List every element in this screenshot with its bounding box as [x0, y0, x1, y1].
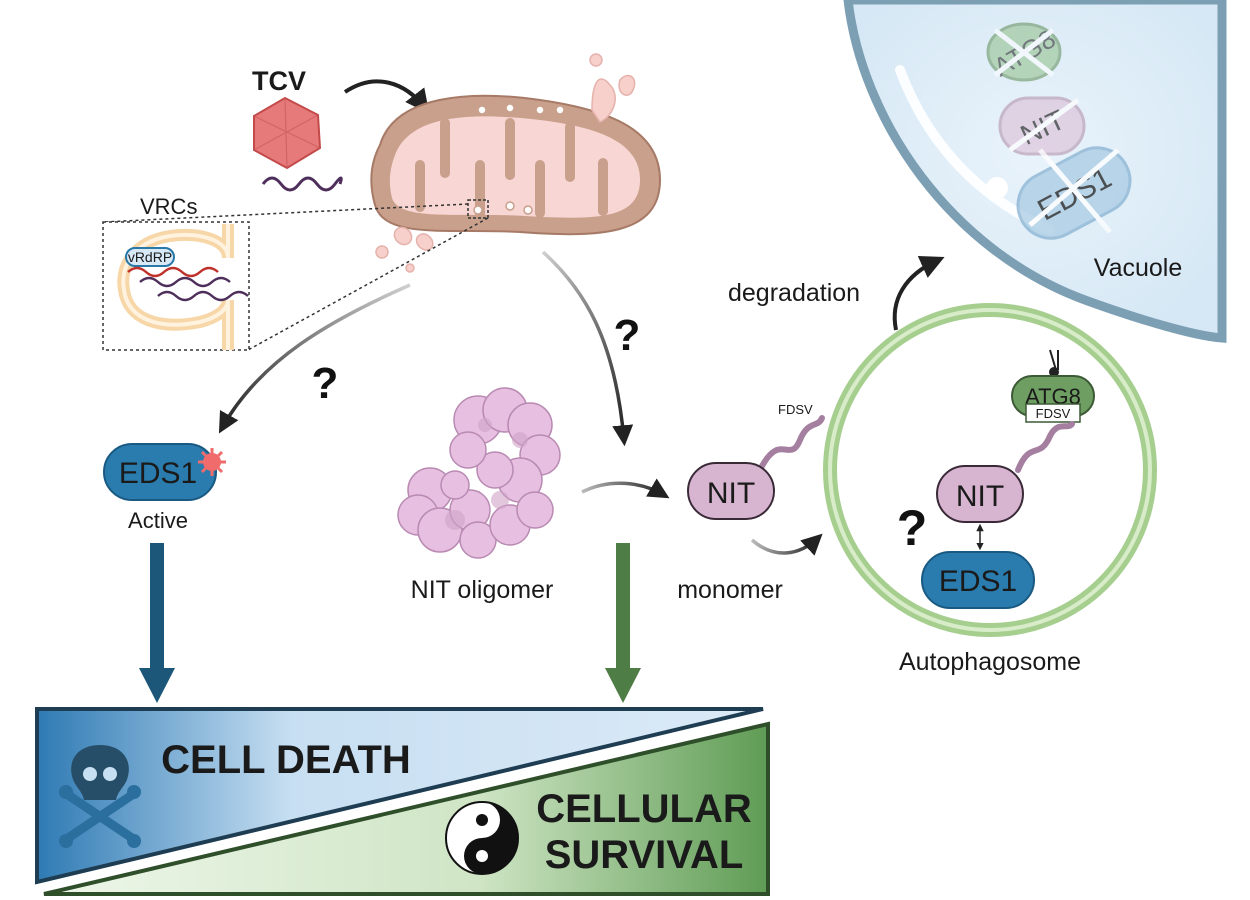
yin-yang-icon [445, 801, 519, 875]
tcv-virus: TCV [252, 66, 343, 192]
nit-oligomer: NIT oligomer [397, 387, 561, 604]
vacuole-atg8-degraded: ATG8 [986, 22, 1062, 82]
eds1-active: EDS1 Active [103, 443, 226, 533]
survival-arrow [605, 543, 641, 703]
fdsv-autophagosome-label: FDSV [1036, 406, 1071, 421]
vrc-rna-purple-2 [157, 290, 249, 302]
arrow-mito-to-nit [541, 250, 634, 447]
vacuole-nit-degraded: NIT [998, 96, 1086, 156]
nit-monomer-label: NIT [707, 477, 755, 510]
monomer-tail [757, 415, 825, 473]
cell-death-label: CELL DEATH [161, 738, 411, 782]
atg8-protein: ATG8 FDSV [1011, 349, 1095, 423]
cellular-label: CELLULAR [536, 787, 752, 831]
vrcs-label: VRCs [140, 194, 197, 219]
vrdrp-label: vRdRP [128, 249, 172, 265]
nit-oligomer-label: NIT oligomer [411, 576, 554, 604]
cell-death-triangle: CELL DEATH [35, 707, 764, 885]
tcv-label: TCV [252, 66, 306, 96]
eds1-autophagosome-label: EDS1 [939, 565, 1017, 598]
vrc-rna-red [127, 266, 219, 278]
autophagosome: ATG8 FDSV NIT EDS1 ? Autophagosome [823, 303, 1157, 676]
eds1-active-label: EDS1 [119, 457, 197, 490]
vacuole: ATG8 NIT EDS1 Vacuole [843, 0, 1227, 343]
vrc-rna-purple-1 [139, 276, 231, 288]
question-mark-eds1: ? [312, 359, 339, 408]
arrow-tcv-to-mitochondrion [343, 79, 430, 114]
autophagosome-label: Autophagosome [899, 648, 1081, 676]
viral-rna-strand [261, 176, 343, 192]
nit-autophagosome-label: NIT [956, 480, 1004, 513]
fdsv-monomer-label: FDSV [778, 402, 813, 417]
mitochondrion [370, 53, 662, 273]
question-mark-nit: ? [614, 311, 641, 360]
active-label: Active [128, 508, 188, 533]
monomer-label: monomer [677, 576, 783, 604]
arrow-oligomer-to-monomer [581, 478, 670, 499]
arrow-monomer-to-autophagosome [750, 533, 823, 556]
cellular-survival-triangle: CELLULAR SURVIVAL [43, 721, 770, 896]
vacuole-eds1-degraded: EDS1 [1016, 146, 1132, 240]
degradation-label: degradation [728, 279, 860, 307]
activation-burst-icon [198, 448, 226, 476]
vrcs-inset: VRCs vRdRP [102, 194, 250, 351]
nit-monomer: FDSV NIT monomer [677, 402, 825, 604]
vacuole-label: Vacuole [1094, 254, 1183, 282]
arrow-mito-to-eds1 [218, 283, 411, 434]
death-arrow [139, 543, 175, 703]
skull-crossbones-icon [59, 745, 141, 848]
question-mark-interaction: ? [897, 500, 928, 556]
arrow-degradation [892, 256, 945, 331]
mitochondrion-zoom-box [467, 199, 489, 219]
survival-label: SURVIVAL [545, 833, 744, 877]
autophagosome-nit-tail [1015, 421, 1075, 473]
